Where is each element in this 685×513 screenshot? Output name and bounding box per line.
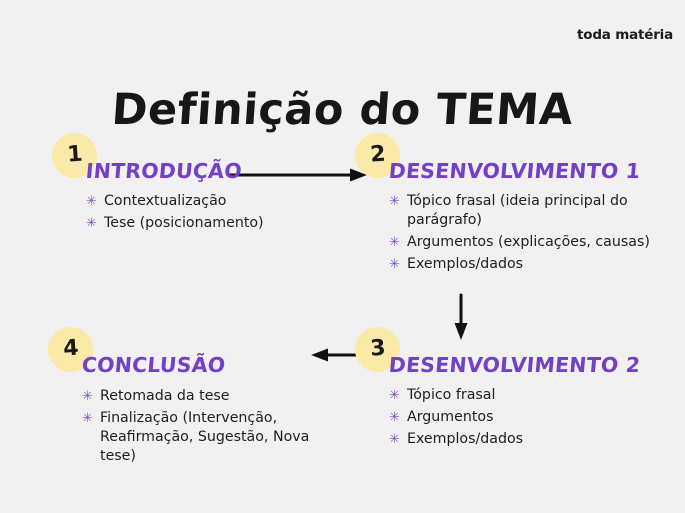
list-item: ✳ Tópico frasal (389, 386, 675, 405)
list-item: ✳ Exemplos/dados (389, 430, 675, 449)
asterisk-bullet-icon: ✳ (389, 257, 400, 272)
asterisk-bullet-icon: ✳ (389, 194, 400, 209)
list-item-label: Argumentos (407, 409, 494, 425)
step-block-introducao: 1 INTRODUÇÃO ✳ Contextualização ✳ Tese (… (52, 133, 342, 236)
step-block-desenvolvimento-2: 3 DESENVOLVIMENTO 2 ✳ Tópico frasal ✳ Ar… (355, 327, 675, 452)
list-item: ✳ Tópico frasal (ideia principal do pará… (389, 192, 675, 230)
list-item-label: Finalização (Intervenção, Reafirmação, S… (100, 410, 310, 464)
step-item-list-conclusao: ✳ Retomada da tese ✳ Finalização (Interv… (48, 387, 338, 466)
asterisk-bullet-icon: ✳ (389, 388, 400, 403)
brand-logo: toda matéria (577, 27, 673, 43)
list-item: ✳ Retomada da tese (82, 387, 338, 406)
list-item: ✳ Argumentos (explicações, causas) (389, 233, 675, 252)
list-item-label: Tópico frasal (407, 387, 496, 403)
step-heading-introducao: INTRODUÇÃO (84, 159, 243, 183)
arrow-right-icon (228, 168, 367, 182)
list-item: ✳ Tese (posicionamento) (86, 214, 342, 233)
asterisk-bullet-icon: ✳ (389, 235, 400, 250)
step-item-list-desenvolvimento-1: ✳ Tópico frasal (ideia principal do pará… (355, 192, 675, 274)
asterisk-bullet-icon: ✳ (86, 194, 97, 209)
list-item: ✳ Finalização (Intervenção, Reafirmação,… (82, 409, 338, 466)
asterisk-bullet-icon: ✳ (82, 389, 93, 404)
list-item-label: Exemplos/dados (407, 431, 524, 447)
step-item-list-desenvolvimento-2: ✳ Tópico frasal ✳ Argumentos ✳ Exemplos/… (355, 386, 675, 449)
list-item: ✳ Contextualização (86, 192, 342, 211)
step-badge-3: 3 (355, 327, 400, 372)
step-item-list-introducao: ✳ Contextualização ✳ Tese (posicionament… (52, 192, 342, 233)
list-item-label: Retomada da tese (100, 388, 230, 404)
asterisk-bullet-icon: ✳ (82, 411, 93, 426)
list-item: ✳ Argumentos (389, 408, 675, 427)
list-item-label: Exemplos/dados (407, 256, 524, 272)
asterisk-bullet-icon: ✳ (389, 410, 400, 425)
step-badge-4: 4 (48, 327, 93, 372)
step-heading-desenvolvimento-2: DESENVOLVIMENTO 2 (387, 353, 642, 377)
step-badge-2: 2 (355, 133, 400, 178)
list-item-label: Argumentos (explicações, causas) (407, 234, 650, 250)
asterisk-bullet-icon: ✳ (86, 216, 97, 231)
list-item-label: Tese (posicionamento) (104, 215, 264, 231)
list-item-label: Contextualização (104, 193, 227, 209)
step-badge-1: 1 (52, 133, 97, 178)
page-title: Definição do TEMA (110, 84, 575, 135)
arrow-down-icon (454, 293, 468, 340)
step-heading-desenvolvimento-1: DESENVOLVIMENTO 1 (387, 159, 642, 183)
asterisk-bullet-icon: ✳ (389, 432, 400, 447)
list-item-label: Tópico frasal (ideia principal do parágr… (407, 193, 628, 228)
step-heading-conclusao: CONCLUSÃO (80, 353, 227, 377)
step-block-desenvolvimento-1: 2 DESENVOLVIMENTO 1 ✳ Tópico frasal (ide… (355, 133, 675, 277)
step-block-conclusao: 4 CONCLUSÃO ✳ Retomada da tese ✳ Finaliz… (48, 327, 338, 469)
list-item: ✳ Exemplos/dados (389, 255, 675, 274)
